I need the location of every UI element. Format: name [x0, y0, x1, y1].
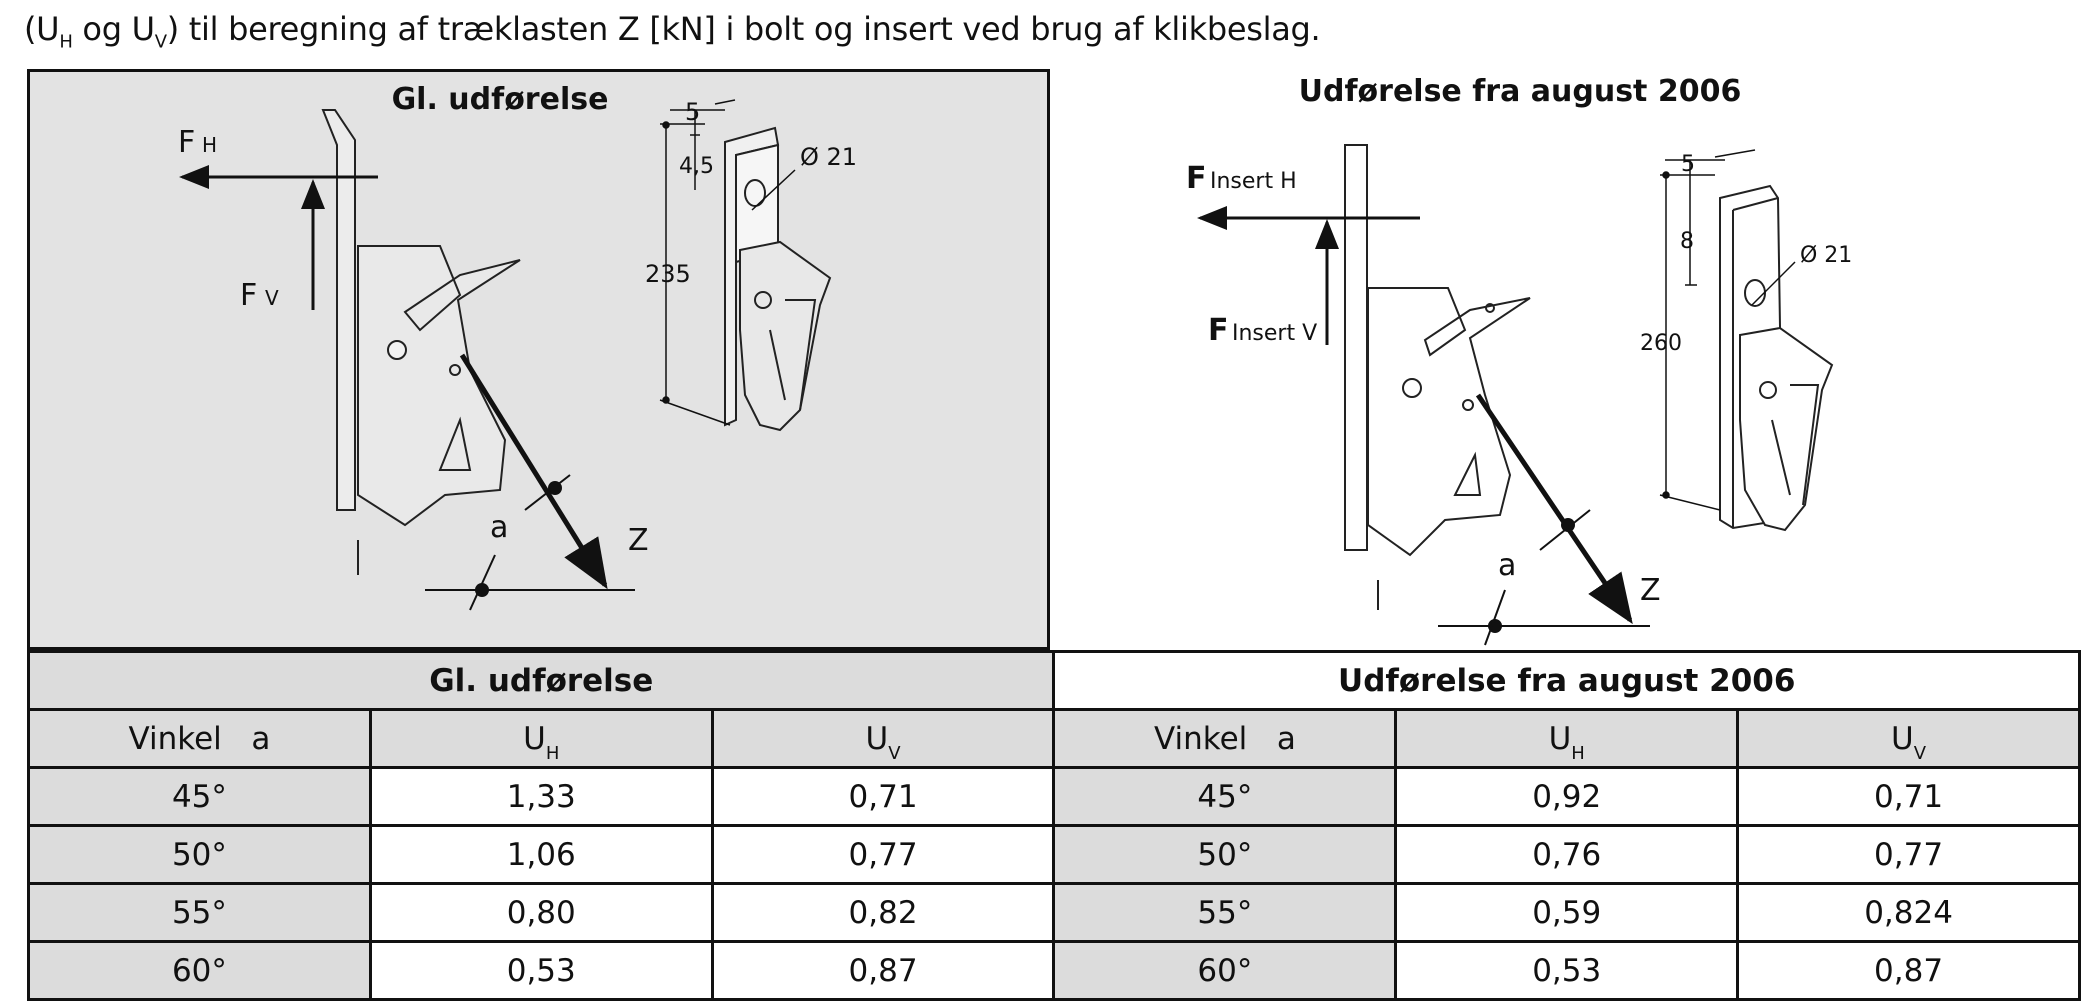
- table-row: 60° 0,53 0,87 60° 0,53 0,87: [27, 940, 2081, 1001]
- new-force-h-letter: F: [1186, 161, 1207, 196]
- new-iso-view: [1719, 184, 1834, 532]
- row-old-uv: 0,87: [710, 940, 1056, 1001]
- table-row: 55° 0,80 0,82 55° 0,59 0,824: [27, 882, 2081, 943]
- group-old-header: Gl. udførelse: [26, 650, 1056, 711]
- old-load-label: Z: [628, 523, 649, 558]
- new-force-h-sub: Insert H: [1210, 169, 1297, 194]
- row-old-angle: 45°: [27, 766, 372, 827]
- column-header-row: Vinkel a UH UV Vinkel a UH UV: [27, 708, 2081, 769]
- row-old-angle: 55°: [27, 882, 372, 943]
- row-new-angle: 55°: [1052, 882, 1398, 943]
- new-force-v-sub: Insert V: [1232, 321, 1317, 346]
- new-load-arrow: [1475, 393, 1633, 625]
- old-load-arrow: [459, 353, 608, 590]
- old-force-v-letter: F: [240, 278, 257, 313]
- old-design-title: Gl. udførelse: [391, 82, 609, 117]
- row-new-angle: 45°: [1052, 766, 1398, 827]
- figure-caption: (UH og UV) til beregning af træklasten Z…: [24, 10, 1321, 53]
- row-old-uh: 1,33: [368, 766, 714, 827]
- old-iso-view: [724, 126, 832, 432]
- new-dim-height: 260: [1640, 331, 1682, 356]
- row-old-uv: 0,71: [710, 766, 1056, 827]
- row-new-uh: 0,59: [1394, 882, 1740, 943]
- row-old-uv: 0,77: [710, 824, 1056, 885]
- old-dim-height: 235: [645, 260, 691, 288]
- row-old-angle: 60°: [27, 940, 372, 1001]
- old-side-view: [321, 109, 521, 575]
- table-row: 50° 1,06 0,77 50° 0,76 0,77: [27, 824, 2081, 885]
- col-new-uh: UH: [1394, 708, 1740, 769]
- col-old-angle: Vinkel a: [27, 708, 372, 769]
- new-dim-hole-diameter: Ø 21: [1800, 243, 1852, 268]
- row-old-uh: 0,53: [368, 940, 714, 1001]
- new-dim-hole-offset: 8: [1680, 229, 1694, 254]
- row-new-uh: 0,92: [1394, 766, 1740, 827]
- row-new-uh: 0,76: [1394, 824, 1740, 885]
- old-dim-thickness: 5: [685, 98, 700, 126]
- old-angle-label: a: [490, 510, 508, 545]
- group-new-header: Udførelse fra august 2006: [1052, 650, 2081, 711]
- old-force-h-sub: H: [202, 133, 217, 157]
- new-load-label: Z: [1640, 573, 1661, 608]
- col-new-uv: UV: [1736, 708, 2081, 769]
- old-dim-hole-diameter: Ø 21: [800, 143, 857, 171]
- new-design-title: Udførelse fra august 2006: [1298, 74, 1742, 109]
- new-side-view: [1344, 144, 1531, 610]
- row-new-uv: 0,824: [1736, 882, 2081, 943]
- new-dim-thickness: 5: [1681, 152, 1695, 177]
- factor-table: Gl. udførelse Udførelse fra august 2006 …: [26, 650, 2081, 1001]
- new-angle-label: a: [1498, 548, 1516, 583]
- col-old-uh: UH: [368, 708, 714, 769]
- row-new-uv: 0,71: [1736, 766, 2081, 827]
- old-force-h-letter: F: [178, 125, 195, 160]
- old-dim-hole-offset: 4,5: [679, 154, 714, 179]
- old-force-v-sub: V: [265, 286, 279, 310]
- row-old-uh: 1,06: [368, 824, 714, 885]
- row-new-uv: 0,87: [1736, 940, 2081, 1001]
- new-force-v-letter: F: [1208, 313, 1229, 348]
- row-new-uh: 0,53: [1394, 940, 1740, 1001]
- row-old-uv: 0,82: [710, 882, 1056, 943]
- row-new-uv: 0,77: [1736, 824, 2081, 885]
- table-row: 45° 1,33 0,71 45° 0,92 0,71: [27, 766, 2081, 827]
- group-header-row: Gl. udførelse Udførelse fra august 2006: [26, 650, 2081, 711]
- row-old-angle: 50°: [27, 824, 372, 885]
- row-new-angle: 50°: [1052, 824, 1398, 885]
- col-old-uv: UV: [710, 708, 1056, 769]
- row-old-uh: 0,80: [368, 882, 714, 943]
- col-new-angle: Vinkel a: [1052, 708, 1398, 769]
- row-new-angle: 60°: [1052, 940, 1398, 1001]
